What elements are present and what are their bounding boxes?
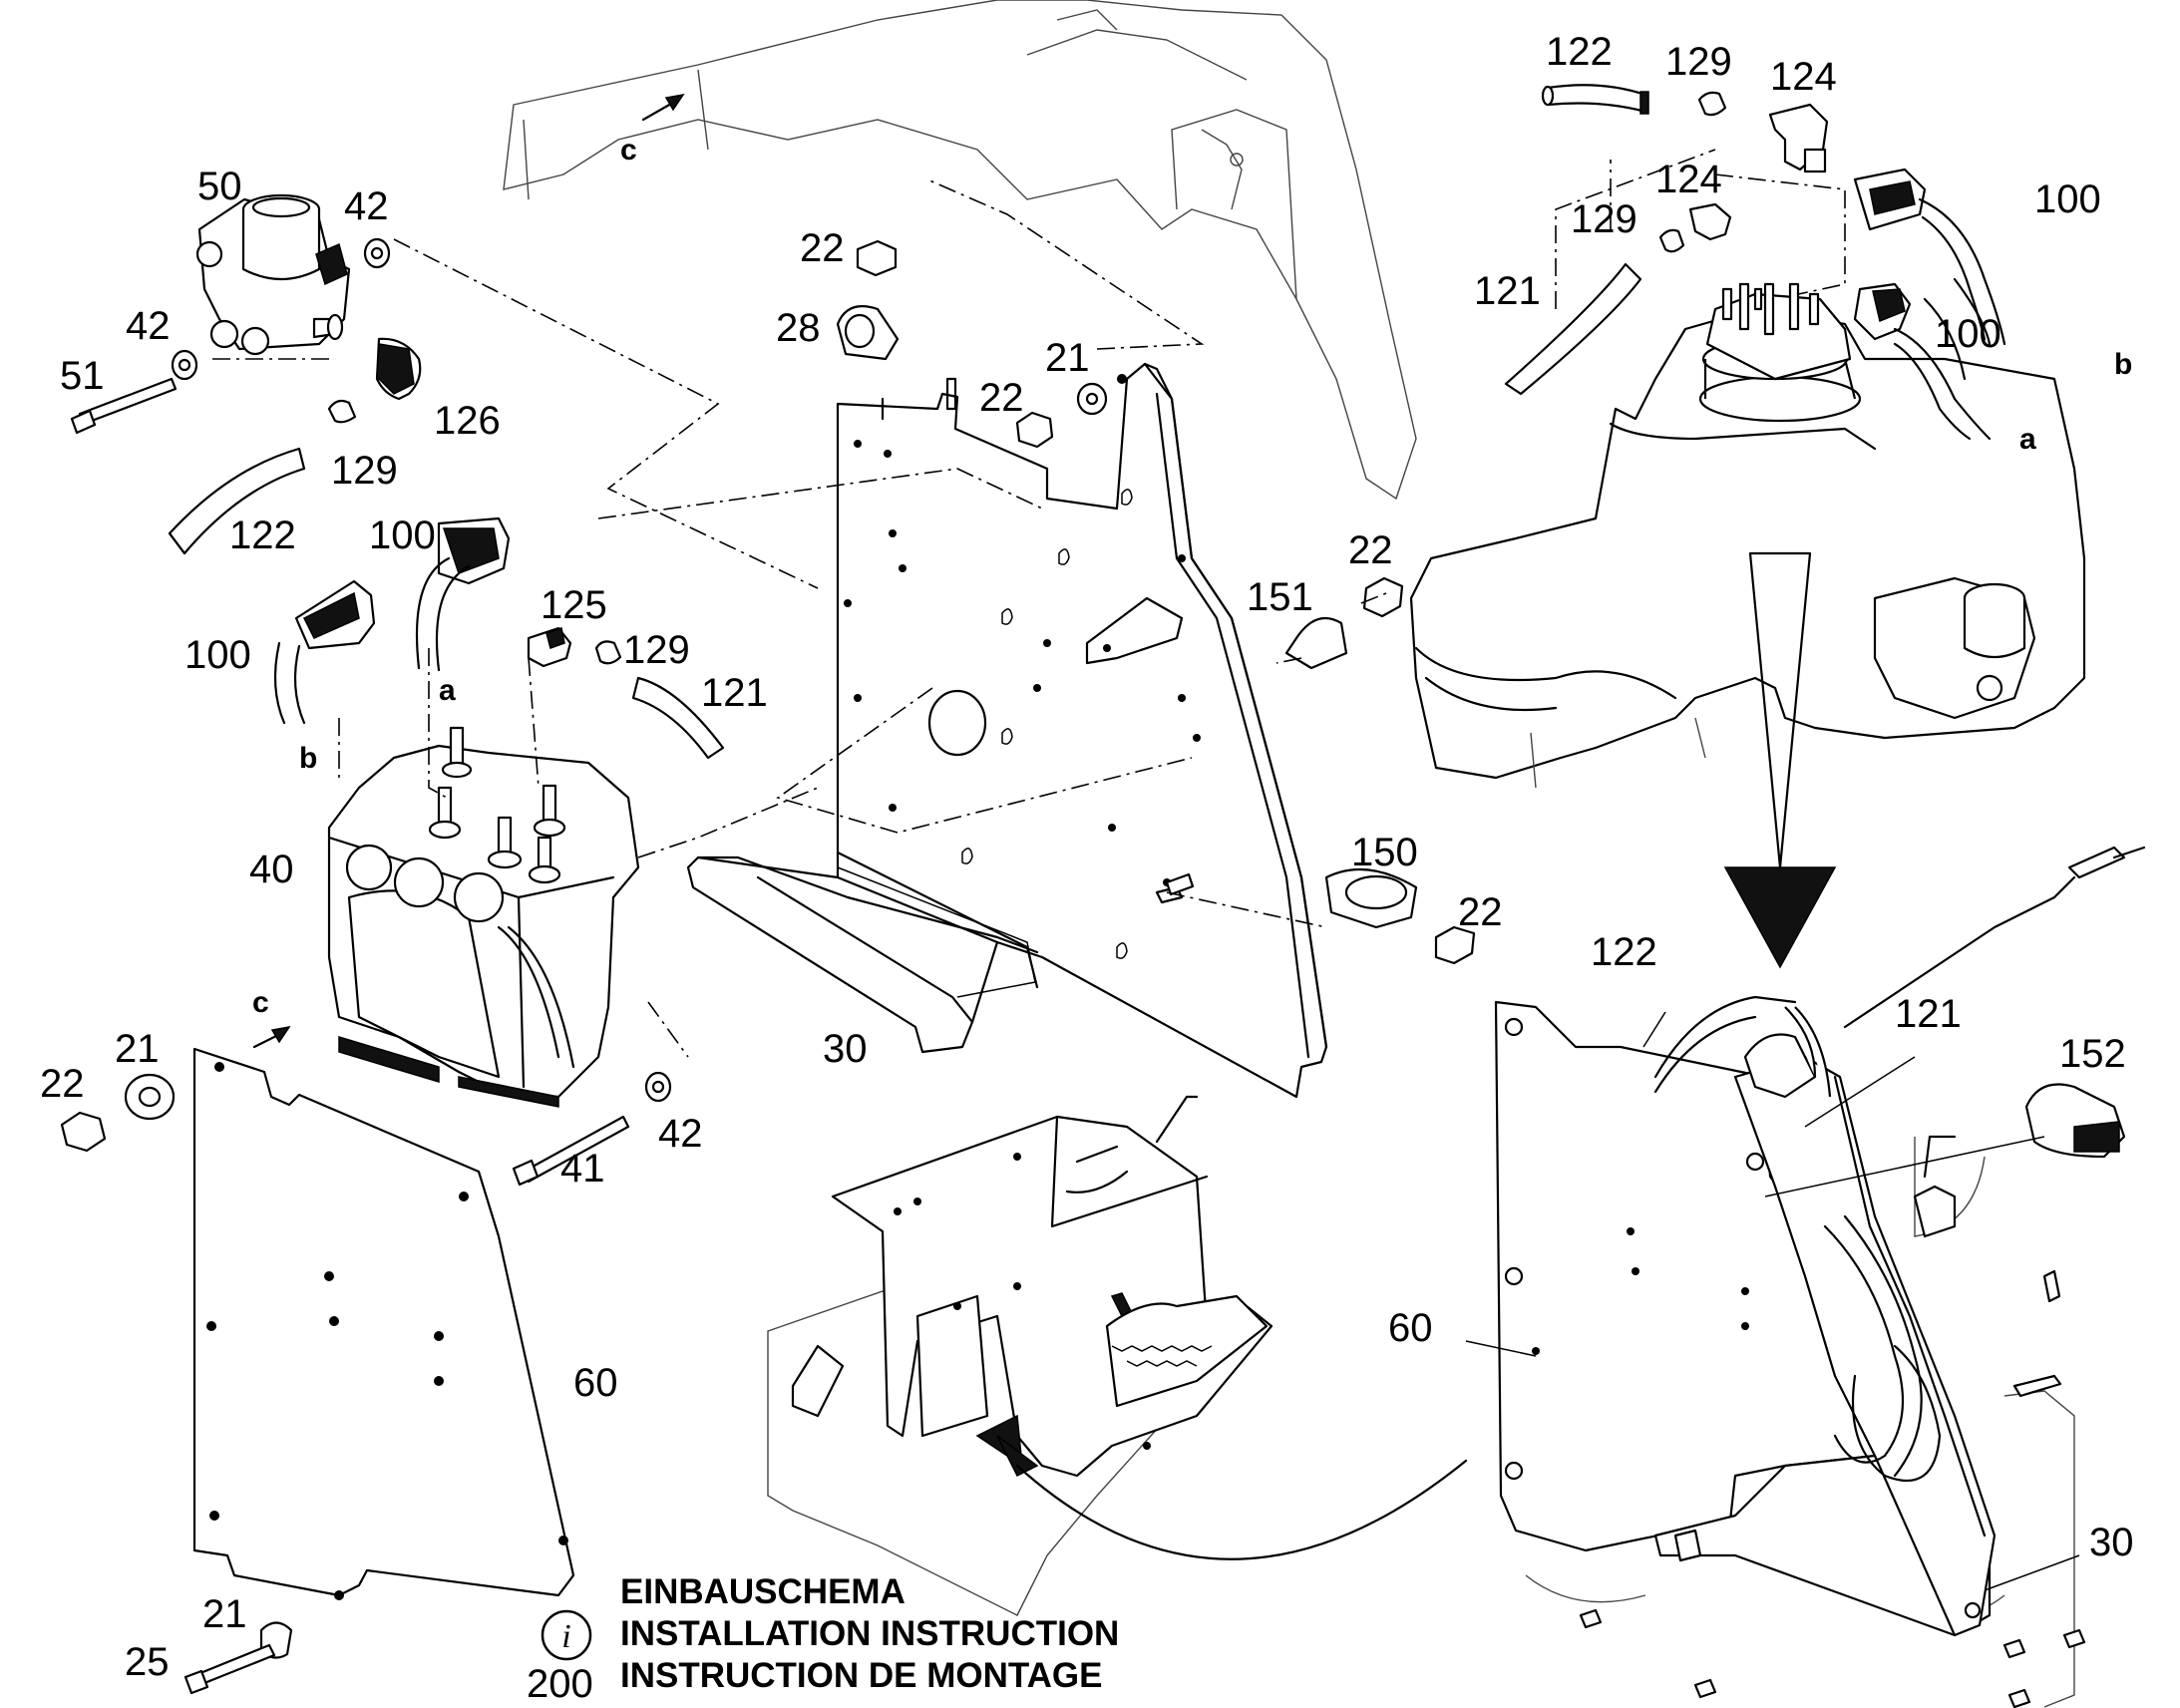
part-152 [2024,1083,2126,1159]
callout-129: 129 [331,449,398,493]
callout-22: 22 [40,1062,85,1106]
tank-head-pins [1721,282,1820,336]
callout-50: 50 [197,165,242,208]
callout-40: 40 [249,848,294,891]
callout-100: 100 [2034,177,2101,221]
callout-150: 150 [1351,831,1418,874]
letter-b: b [299,742,317,775]
callout-129: 129 [1665,40,1732,84]
callout-30: 30 [2089,1521,2134,1564]
callout-60: 60 [573,1361,618,1405]
callout-121: 121 [701,671,768,715]
callout-22: 22 [1348,528,1393,572]
fasteners-left [60,1071,672,1695]
callout-125: 125 [541,583,607,627]
callout-124: 124 [1770,55,1837,99]
callout-42: 42 [126,304,171,348]
callout-22: 22 [800,226,845,270]
letter-a: a [439,674,456,707]
assembled-view-right [1494,995,2086,1708]
c-arrows [252,93,685,1049]
wire-clips [961,489,1133,959]
instruction-title-fr: INSTRUCTION DE MONTAGE [620,1656,1103,1695]
callout-100: 100 [1935,312,2001,356]
callout-21: 21 [202,1592,247,1636]
letter-c: c [620,134,637,167]
letter-b: b [2114,348,2132,381]
callout-122: 122 [1546,30,1613,74]
instruction-title-en: INSTALLATION INSTRUCTION [620,1614,1119,1653]
bracket-holes [844,374,1201,886]
fitting-125-left [527,626,725,760]
tank-assembly-right [1409,282,2086,789]
small-parts-left-top [70,237,422,555]
info-icon-glyph: i [561,1618,570,1655]
callout-28: 28 [776,306,821,350]
callout-30: 30 [823,1027,868,1071]
pump-unit-40 [327,726,640,1108]
callout-21: 21 [115,1027,160,1071]
callout-100: 100 [184,633,251,677]
solenoid-valve-50 [195,193,351,356]
mounting-plate-60-left [192,1047,575,1600]
instruction-number: 200 [527,1662,593,1706]
callout-60: 60 [1388,1306,1433,1350]
callout-124: 124 [1655,158,1722,201]
callout-labels: 50 42 42 51 126 129 122 100 100 125 129 … [40,30,2134,1684]
callout-41: 41 [560,1147,605,1191]
parts-top-right [1504,84,2006,441]
callout-25: 25 [125,1640,170,1684]
callout-122: 122 [229,513,296,557]
pump-stud-connectors [428,726,566,884]
callout-51: 51 [60,354,105,398]
callout-122: 122 [1591,930,1657,974]
letter-a: a [2019,423,2036,456]
callout-21: 21 [1045,336,1090,380]
leader-lines [1465,1011,2080,1591]
callout-129: 129 [623,628,690,672]
connector-100-left [273,516,511,725]
cab-frame-lower [767,1095,1468,1616]
view-arrow [1723,551,2146,1029]
instruction-title-de: EINBAUSCHEMA [620,1572,906,1611]
callout-42: 42 [344,184,389,228]
letter-c: c [252,986,269,1019]
callout-22: 22 [979,376,1024,420]
installation-note: i 200 EINBAUSCHEMA INSTALLATION INSTRUCT… [527,1572,1119,1706]
callout-100: 100 [369,513,436,557]
assembly-lines [209,149,1846,1058]
callout-121: 121 [1474,269,1541,313]
callout-42: 42 [658,1112,703,1156]
callout-151: 151 [1247,575,1313,619]
background-housing-top [503,0,1417,501]
callout-121: 121 [1895,992,1962,1036]
info-icon [541,1609,592,1661]
parts-22-28-21-center [836,239,1476,965]
callout-22: 22 [1458,890,1503,934]
callout-129: 129 [1571,197,1637,241]
plate-holes-right [1504,1017,1982,1619]
callout-126: 126 [434,399,501,443]
callout-152: 152 [2059,1032,2126,1076]
mounting-bracket-30 [686,362,1328,1099]
